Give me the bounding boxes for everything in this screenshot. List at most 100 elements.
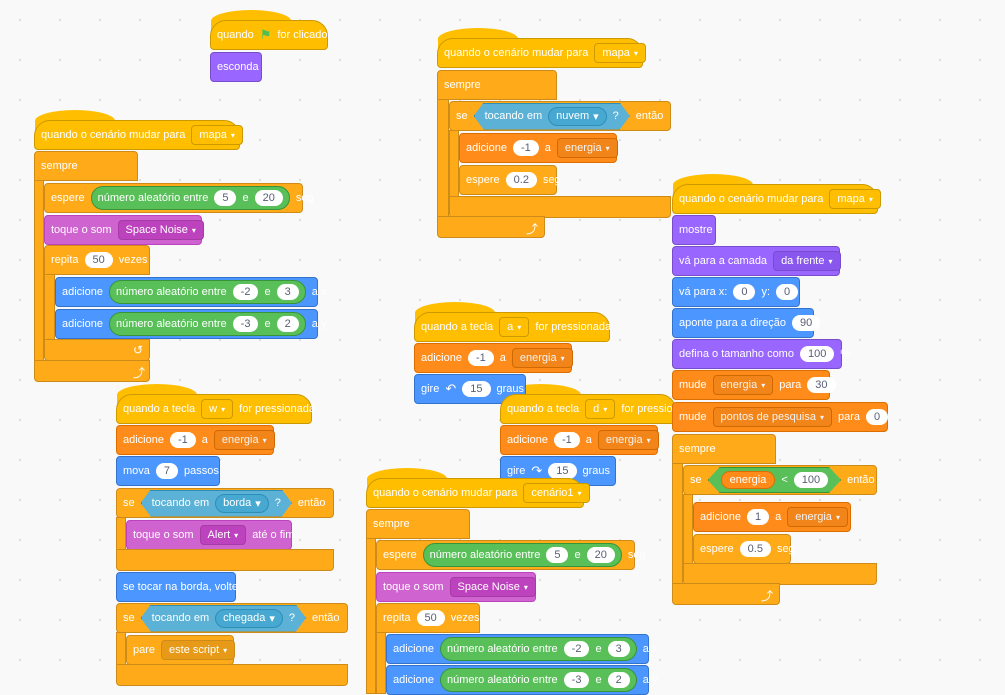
backdrop-dropdown[interactable]: mapa▾	[594, 43, 646, 63]
variable-dropdown[interactable]: energia▾	[712, 375, 774, 395]
number-input[interactable]: 3	[607, 641, 630, 657]
size-input[interactable]: 100	[799, 346, 835, 362]
backdrop-dropdown[interactable]: mapa▾	[191, 125, 243, 145]
number-input[interactable]: 2	[607, 672, 630, 688]
if-block[interactable]: se energia<100 então	[683, 465, 877, 495]
change-variable-block[interactable]: adicione -1 a energia▾	[116, 425, 275, 455]
sound-dropdown[interactable]: Space Noise▾	[449, 577, 536, 597]
set-variable-block[interactable]: mude pontos de pesquisa▾ para 0	[672, 402, 889, 432]
number-input[interactable]: 5	[546, 547, 569, 563]
number-input[interactable]: 7	[155, 463, 179, 479]
number-input[interactable]: 2	[276, 316, 299, 332]
go-to-layer-block[interactable]: vá para a camada da frente▾	[672, 246, 841, 276]
repeat-block[interactable]: repita 50 vezes	[44, 245, 150, 275]
number-input[interactable]: 100	[794, 472, 828, 488]
move-block[interactable]: mova 7 passos	[116, 456, 220, 486]
number-input[interactable]: -1	[169, 432, 196, 448]
number-input[interactable]: 0.2	[505, 172, 537, 188]
stop-dropdown[interactable]: este script▾	[161, 640, 236, 660]
layer-dropdown[interactable]: da frente▾	[773, 251, 841, 271]
forever-block[interactable]: sempre	[366, 509, 470, 539]
forever-block[interactable]: sempre	[34, 151, 138, 181]
variable-dropdown[interactable]: energia▾	[787, 507, 848, 527]
variable-dropdown[interactable]: pontos de pesquisa▾	[712, 407, 832, 427]
when-backdrop-switches-hat[interactable]: quando o cenário mudar para cenário1▾	[366, 468, 590, 508]
variable-dropdown[interactable]: energia▾	[556, 138, 618, 158]
touch-dropdown[interactable]: borda▾	[215, 494, 269, 513]
variable-dropdown[interactable]: energia▾	[597, 430, 659, 450]
number-input[interactable]: 0.5	[739, 541, 771, 557]
number-input[interactable]: 50	[416, 610, 445, 626]
when-backdrop-switches-hat[interactable]: quando o cenário mudar para mapa▾	[672, 174, 881, 214]
less-than-operator[interactable]: energia<100	[708, 467, 842, 493]
key-dropdown[interactable]: w▾	[201, 399, 234, 419]
show-block[interactable]: mostre	[672, 215, 716, 245]
when-key-pressed-hat[interactable]: quando a tecla w▾ for pressionada	[116, 384, 315, 424]
y-input[interactable]: 0	[776, 284, 799, 300]
backdrop-dropdown[interactable]: cenário1▾	[523, 483, 590, 503]
go-to-xy-block[interactable]: vá para x: 0 y: 0	[672, 277, 800, 307]
number-input[interactable]: 20	[586, 547, 615, 563]
key-dropdown[interactable]: d▾	[585, 399, 616, 419]
number-input[interactable]: 50	[84, 252, 113, 268]
touch-dropdown[interactable]: nuvem▾	[548, 107, 607, 126]
number-input[interactable]: -1	[512, 140, 539, 156]
number-input[interactable]: 15	[548, 463, 577, 479]
number-input[interactable]: 20	[254, 190, 283, 206]
start-sound-block[interactable]: toque o som Space Noise▾	[44, 215, 204, 245]
number-input[interactable]: -2	[563, 641, 590, 657]
number-input[interactable]: 3	[276, 284, 299, 300]
touch-dropdown[interactable]: chegada▾	[215, 609, 283, 628]
forever-block[interactable]: sempre	[672, 434, 776, 464]
number-input[interactable]: -3	[232, 316, 259, 332]
repeat-block[interactable]: repita 50 vezes	[376, 603, 480, 633]
start-sound-block[interactable]: toque o som Space Noise▾	[376, 572, 536, 602]
when-key-pressed-hat[interactable]: quando a tecla d▾ for pressionada	[500, 384, 697, 424]
hide-block[interactable]: esconda	[210, 52, 262, 82]
number-input[interactable]: 5	[214, 190, 237, 206]
number-input[interactable]: -1	[553, 432, 580, 448]
variable-reporter[interactable]: energia	[721, 471, 776, 489]
bounce-on-edge-block[interactable]: se tocar na borda, volte	[116, 572, 238, 602]
number-input[interactable]: 1	[746, 509, 770, 525]
direction-input[interactable]: 90	[792, 315, 821, 331]
variable-dropdown[interactable]: energia▾	[511, 348, 573, 368]
number-input[interactable]: -3	[563, 672, 590, 688]
set-variable-block[interactable]: mude energia▾ para 30	[672, 370, 836, 400]
sound-dropdown[interactable]: Space Noise▾	[117, 220, 204, 240]
play-sound-until-done-block[interactable]: toque o som Alert▾ até o fim	[126, 520, 294, 550]
number-input[interactable]: 15	[462, 381, 491, 397]
when-key-pressed-hat[interactable]: quando a tecla a▾ for pressionada	[414, 302, 611, 342]
backdrop-dropdown[interactable]: mapa▾	[829, 189, 881, 209]
variable-dropdown[interactable]: energia▾	[213, 430, 275, 450]
stop-block[interactable]: pare este script▾	[126, 635, 236, 665]
when-backdrop-switches-hat[interactable]: quando o cenário mudar para mapa▾	[437, 28, 646, 68]
set-size-block[interactable]: defina o tamanho como 100 %	[672, 339, 850, 369]
change-variable-block[interactable]: adicione -1 a energia▾	[414, 343, 573, 373]
x-input[interactable]: 0	[733, 284, 756, 300]
wait-block[interactable]: espere 0.2 seg	[459, 165, 561, 195]
key-dropdown[interactable]: a▾	[499, 317, 530, 337]
number-input[interactable]: -1	[467, 350, 494, 366]
number-input[interactable]: 0	[866, 409, 889, 425]
forever-block[interactable]: sempre	[437, 70, 557, 100]
when-flag-clicked-hat[interactable]: quando ⚑ for clicado	[210, 10, 328, 50]
point-in-direction-block[interactable]: aponte para a direção 90	[672, 308, 821, 338]
sound-dropdown[interactable]: Alert▾	[199, 525, 247, 545]
change-variable-block[interactable]: adicione -1 a energia▾	[459, 133, 618, 163]
